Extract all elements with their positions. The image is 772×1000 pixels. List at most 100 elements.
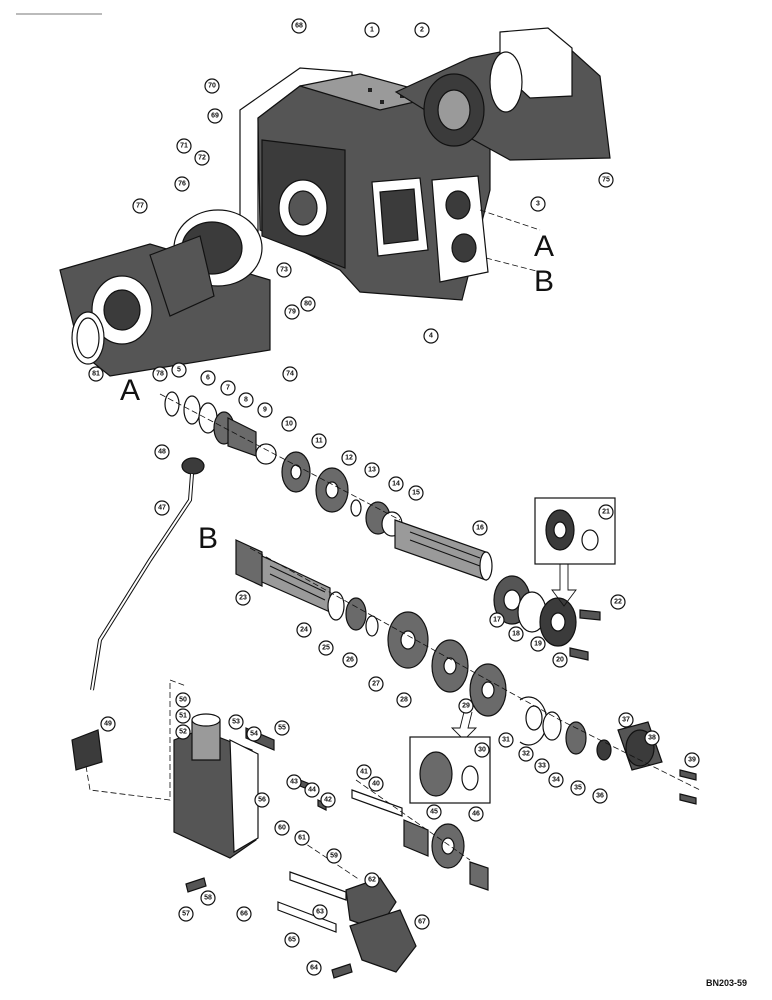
callout-circle <box>326 848 342 864</box>
callout-number: 50 <box>179 697 187 704</box>
callout-circle <box>254 792 270 808</box>
callout-number: 10 <box>285 421 293 428</box>
callout-circle <box>534 758 550 774</box>
callout-circle <box>598 172 614 188</box>
callout-circle <box>286 774 302 790</box>
callout-71: 71 <box>176 138 192 154</box>
callout-number: 30 <box>478 747 486 754</box>
callout-number: 23 <box>239 595 247 602</box>
callout-circle <box>610 594 626 610</box>
callout-5: 5 <box>171 362 187 378</box>
callout-number: 71 <box>180 143 188 150</box>
callout-circle <box>423 328 439 344</box>
callout-70: 70 <box>204 78 220 94</box>
callout-circle <box>154 500 170 516</box>
callout-69: 69 <box>207 108 223 124</box>
callout-circle <box>364 872 380 888</box>
callout-circle <box>311 433 327 449</box>
callout-circle <box>236 906 252 922</box>
callout-number: 80 <box>304 301 312 308</box>
callout-6: 6 <box>200 370 216 386</box>
callout-number: 40 <box>372 781 380 788</box>
callout-number: 28 <box>400 697 408 704</box>
callout-number: 59 <box>330 853 338 860</box>
callout-16: 16 <box>472 520 488 536</box>
callout-75: 75 <box>598 172 614 188</box>
callout-50: 50 <box>175 692 191 708</box>
callout-61: 61 <box>294 830 310 846</box>
callout-24: 24 <box>296 622 312 638</box>
callout-number: 45 <box>430 809 438 816</box>
inset-seal-detail <box>534 497 616 607</box>
callout-38: 38 <box>644 730 660 746</box>
callout-13: 13 <box>364 462 380 478</box>
callout-circle <box>408 485 424 501</box>
callout-number: 60 <box>278 825 286 832</box>
callout-number: 2 <box>420 27 424 34</box>
callout-14: 14 <box>388 476 404 492</box>
callout-circle <box>426 804 442 820</box>
callout-circle <box>530 636 546 652</box>
callout-number: 14 <box>392 481 400 488</box>
callout-number: 16 <box>476 525 484 532</box>
callout-circle <box>284 932 300 948</box>
callout-number: 67 <box>418 919 426 926</box>
callout-73: 73 <box>276 262 292 278</box>
callout-number: 31 <box>502 737 510 744</box>
callout-41: 41 <box>356 764 372 780</box>
callout-circle <box>300 296 316 312</box>
callout-number: 34 <box>552 777 560 784</box>
callout-circle <box>200 890 216 906</box>
callout-18: 18 <box>508 626 524 642</box>
callout-number: 26 <box>346 657 354 664</box>
callout-number: 18 <box>512 631 520 638</box>
callout-number: 29 <box>462 703 470 710</box>
inset-gear-detail <box>409 711 491 804</box>
right-axle-housing <box>394 27 611 161</box>
callout-circle <box>618 712 634 728</box>
callout-circle <box>238 392 254 408</box>
callout-29: 29 <box>458 698 474 714</box>
callout-21: 21 <box>598 504 614 520</box>
callout-circle <box>281 416 297 432</box>
callout-3: 3 <box>530 196 546 212</box>
callout-number: 73 <box>280 267 288 274</box>
callout-number: 4 <box>429 333 433 340</box>
callout-number: 8 <box>244 397 248 404</box>
drawing-code: BN203-59 <box>706 978 747 988</box>
callout-circle <box>178 906 194 922</box>
callout-number: 53 <box>232 719 240 726</box>
callout-number: 27 <box>372 681 380 688</box>
callout-35: 35 <box>570 780 586 796</box>
callout-number: 38 <box>648 735 656 742</box>
callout-circle <box>592 788 608 804</box>
callout-circle <box>552 652 568 668</box>
bearing-retainer-assembly <box>493 575 601 661</box>
callout-circle <box>204 78 220 94</box>
callout-number: 57 <box>182 911 190 918</box>
callout-number: 69 <box>211 113 219 120</box>
callout-number: 35 <box>574 785 582 792</box>
callout-27: 27 <box>368 676 384 692</box>
callout-52: 52 <box>175 724 191 740</box>
callout-circle <box>368 776 384 792</box>
callout-number: 6 <box>206 375 210 382</box>
callout-66: 66 <box>236 906 252 922</box>
shifter-housing <box>173 713 275 893</box>
callout-46: 46 <box>468 806 484 822</box>
callout-number: 44 <box>308 787 316 794</box>
callout-circle <box>274 820 290 836</box>
callout-circle <box>257 402 273 418</box>
callout-51: 51 <box>175 708 191 724</box>
callout-circle <box>274 720 290 736</box>
section-letter-a-left: A <box>120 374 140 407</box>
callout-number: 75 <box>602 177 610 184</box>
callout-number: 51 <box>179 713 187 720</box>
callout-number: 58 <box>204 895 212 902</box>
shift-lever <box>71 457 205 801</box>
callout-number: 64 <box>310 965 318 972</box>
callout-number: 19 <box>534 641 542 648</box>
callout-1: 1 <box>364 22 380 38</box>
callout-circle <box>472 520 488 536</box>
main-shaft <box>394 519 493 581</box>
